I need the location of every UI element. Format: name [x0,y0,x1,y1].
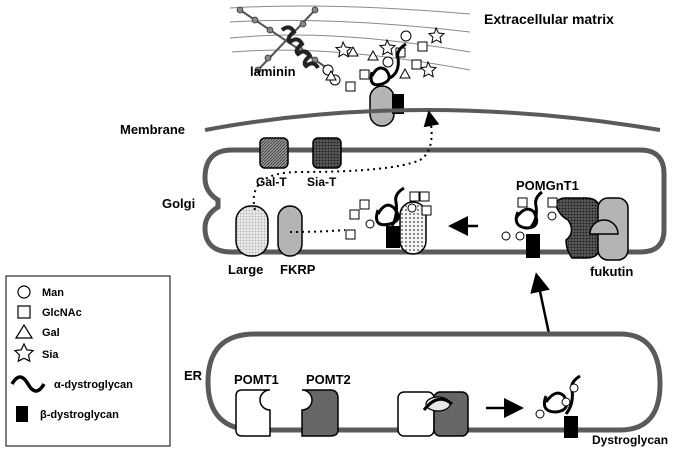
laminin-label: laminin [250,64,296,79]
pomt2-enzyme [301,389,339,437]
fkrp-label: FKRP [280,262,316,277]
er-label: ER [184,368,203,383]
legend-beta-dg-label: β-dystroglycan [40,409,119,421]
membrane-label: Membrane [120,122,185,137]
pomt1-enzyme [235,389,271,437]
pomt1-label: POMT1 [234,372,279,387]
er-dystroglycan [535,374,581,438]
er-complex [397,391,469,437]
pomgnt1-complex [555,197,629,261]
fukutin-label: fukutin [590,264,633,279]
siat-label: Sia-T [307,175,337,189]
golgi-compartment [202,147,667,255]
sia-t-enzyme [312,137,342,169]
galt-label: Gal-T [256,175,287,189]
legend: Man GlcNAc Gal Sia α-dystroglycan β-dyst… [5,275,171,447]
membrane-dystroglycan [369,42,407,127]
golgi-dystroglycan [345,186,432,255]
golgi-label: Golgi [162,196,195,211]
ecm-label: Extracellular matrix [484,11,614,27]
legend-sia-label: Sia [42,349,59,361]
large-label: Large [228,262,263,277]
transport-path [252,110,440,211]
legend-gal-label: Gal [42,327,60,339]
cell-membrane [204,108,661,132]
large-enzyme [235,205,269,257]
legend-alpha-dg-label: α-dystroglycan [54,379,133,391]
pomgnt1-dystroglycan [501,190,558,258]
pomt2-label: POMT2 [306,372,351,387]
legend-glcnac-label: GlcNAc [42,307,82,319]
legend-man-label: Man [42,287,64,299]
legend-sia-symbol [13,342,35,363]
legend-alpha-dg-symbol [10,375,46,393]
ecm-sugars [322,26,446,92]
pomgnt1-label: POMGnT1 [516,178,579,193]
legend-glcnac-symbol [17,305,31,319]
gal-t-enzyme [259,137,289,169]
legend-gal-symbol [14,323,34,339]
legend-beta-dg-symbol [16,406,28,422]
dystroglycan-label: Dystroglycan [592,433,668,447]
legend-man-symbol [17,285,31,299]
